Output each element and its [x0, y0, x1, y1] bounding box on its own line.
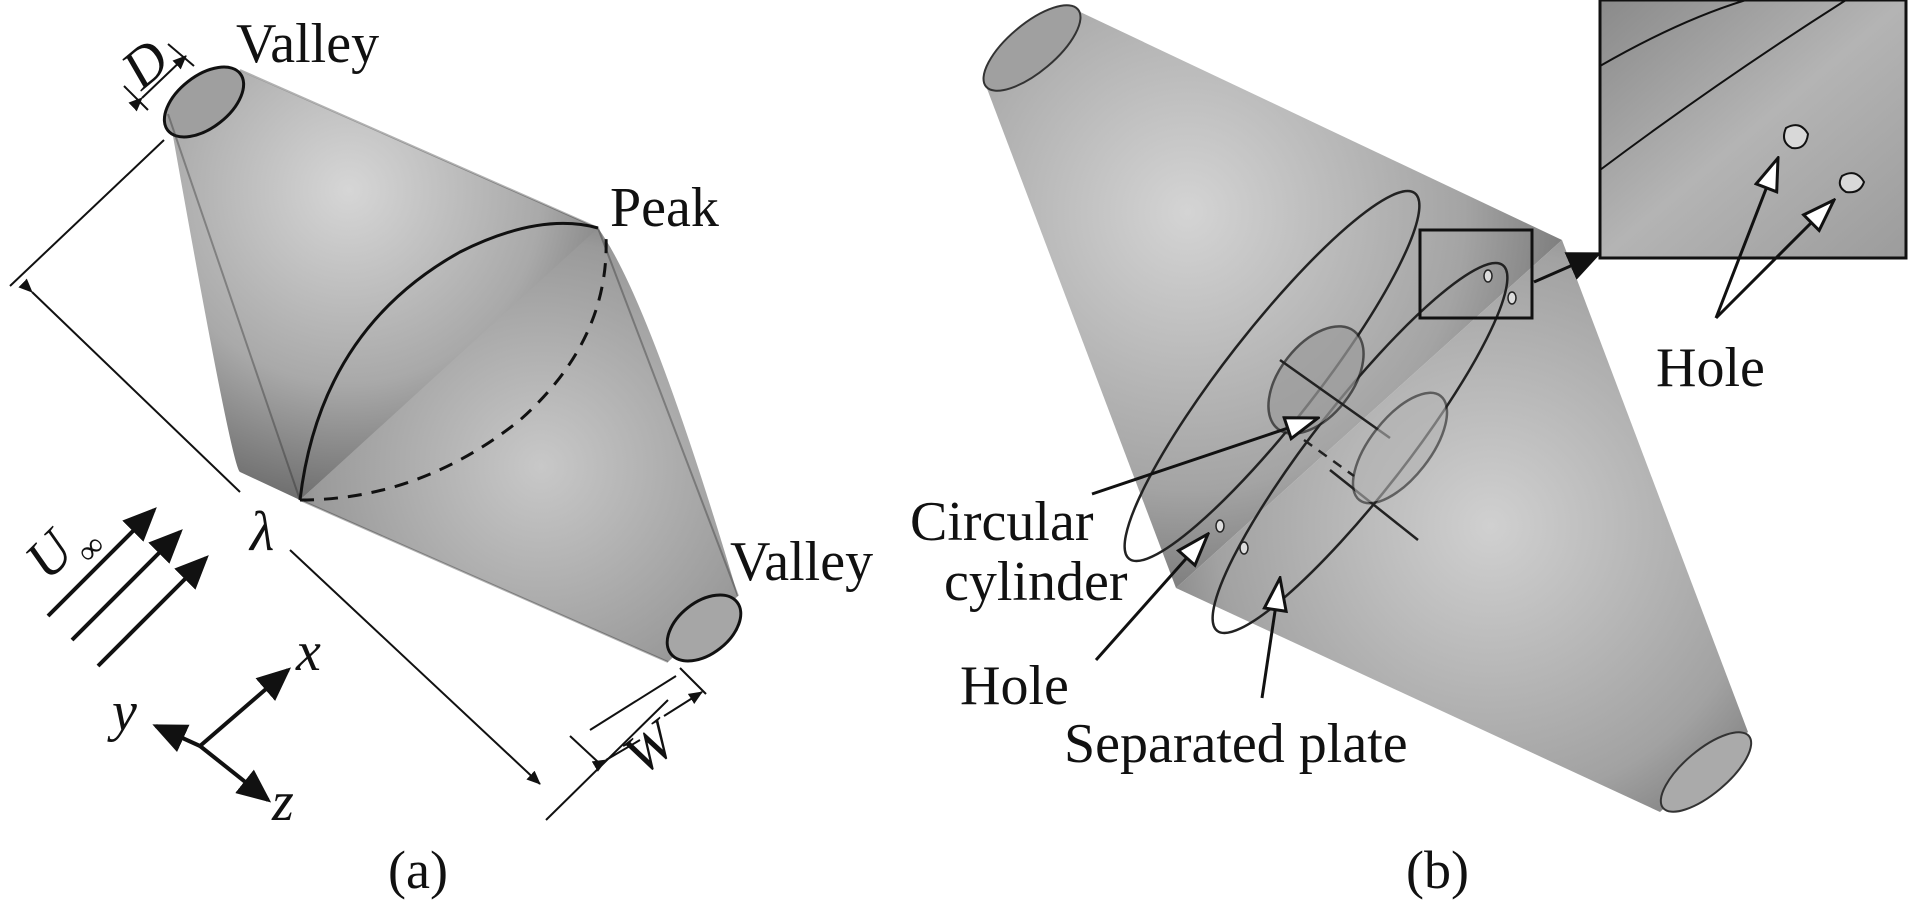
- bottom-end-cap-b: [1659, 731, 1753, 813]
- peak-ellipse-front: [298, 221, 599, 501]
- axis-y-label: y: [107, 681, 137, 743]
- hole-marker-4: [1507, 291, 1517, 305]
- zoom-inset: [1598, 0, 1908, 260]
- width-dimension: [569, 667, 707, 772]
- hole-arrow: [1094, 534, 1208, 661]
- lower-cone-b: [1176, 240, 1748, 812]
- hole-marker-2: [1239, 541, 1249, 555]
- plate-arrow: [1260, 578, 1280, 699]
- caption-b: (b): [1406, 840, 1469, 900]
- top-end-cap-b: [982, 4, 1082, 92]
- label-d: D: [109, 28, 181, 102]
- panel-b: Hole Circular cylinder Hole Separated pl…: [910, 0, 1908, 900]
- bottom-end-cap: [665, 593, 743, 663]
- label-hole: Hole: [960, 655, 1069, 717]
- cylinder-arrow: [1091, 418, 1318, 496]
- hole-marker-3: [1483, 269, 1493, 283]
- axis-x-label: x: [295, 621, 321, 683]
- label-cylinder: cylinder: [944, 551, 1128, 613]
- label-separated-plate: Separated plate: [1064, 713, 1408, 775]
- circular-cylinder: [1267, 325, 1449, 541]
- top-end-cap: [162, 65, 246, 139]
- label-inset-hole: Hole: [1656, 337, 1765, 399]
- label-circular: Circular: [910, 491, 1094, 553]
- inset-hole-arrow-2: [1714, 200, 1834, 320]
- label-w: W: [612, 707, 690, 787]
- axis-z-label: z: [271, 771, 294, 833]
- label-valley-bottom: Valley: [730, 531, 873, 593]
- lower-cone: [300, 228, 738, 662]
- caption-a: (a): [388, 840, 448, 900]
- inset-hole-arrow-1: [1714, 158, 1778, 319]
- upper-cone-b: [986, 10, 1562, 588]
- zoom-arrow: [1533, 252, 1602, 284]
- zoom-region-box: [1418, 228, 1534, 320]
- upper-cone: [168, 70, 599, 500]
- label-lambda: λ: [248, 501, 274, 563]
- label-u: U: [13, 517, 88, 592]
- panel-a: D λ W Valley Peak Valley U ∞: [9, 13, 873, 900]
- diameter-dimension: [123, 43, 195, 112]
- coordinate-axes: [152, 667, 292, 803]
- label-valley-top: Valley: [236, 13, 379, 75]
- label-peak: Peak: [610, 177, 719, 239]
- wavelength-dimension: [9, 139, 669, 821]
- hole-marker-1: [1215, 519, 1225, 533]
- flow-arrows: [46, 507, 209, 668]
